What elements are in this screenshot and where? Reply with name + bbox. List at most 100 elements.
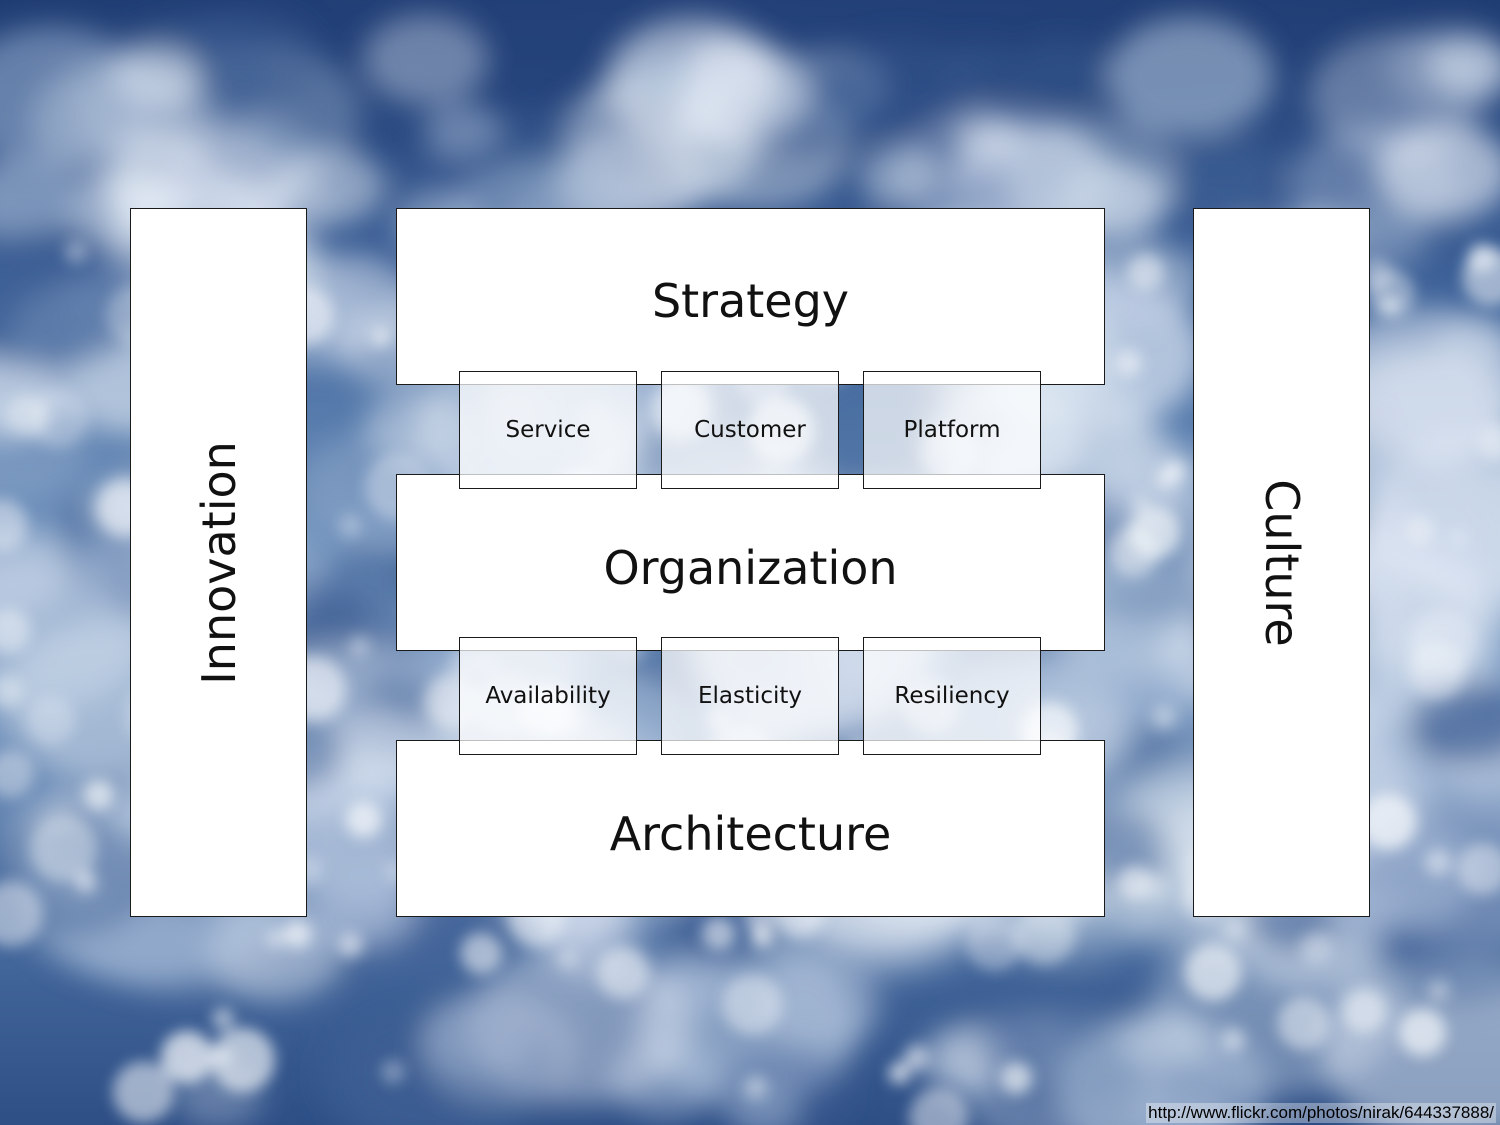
cloud-highlight	[0, 881, 44, 947]
cloud-puff	[626, 48, 701, 102]
cloud-highlight	[345, 801, 382, 838]
cloud-highlight	[213, 1047, 233, 1066]
cloud-highlight	[1408, 641, 1466, 699]
cloud-highlight	[0, 608, 31, 654]
connector-resiliency: Resiliency	[863, 637, 1041, 755]
cloud-highlight	[338, 932, 363, 957]
architecture-box: Architecture	[396, 740, 1105, 917]
cloud-highlight	[1221, 1028, 1245, 1052]
cloud-puff	[276, 148, 384, 225]
connector-platform: Platform	[863, 371, 1041, 489]
cloud-puff	[827, 37, 975, 143]
cloud-highlight	[283, 920, 312, 949]
cloud-puff	[1375, 123, 1500, 221]
cloud-highlight	[1155, 468, 1177, 490]
cloud-puff	[716, 1046, 853, 1125]
cloud-puff	[1120, 1007, 1210, 1071]
cloud-highlight	[1127, 253, 1165, 291]
cloud-highlight	[1152, 705, 1176, 729]
cloud-highlight	[339, 514, 362, 538]
connector-label: Customer	[694, 417, 806, 443]
cloud-highlight	[64, 240, 88, 264]
cloud-puff	[362, 15, 489, 105]
cloud-highlight	[701, 916, 736, 951]
cloud-puff	[677, 37, 769, 103]
cloud-puff	[32, 56, 218, 189]
cloud-highlight	[743, 1075, 768, 1100]
cloud-highlight	[266, 929, 285, 948]
connector-elasticity: Elasticity	[661, 637, 839, 755]
cloud-puff	[1169, 138, 1281, 218]
connector-label: Platform	[903, 417, 1001, 443]
cloud-highlight	[1013, 903, 1076, 966]
cloud-highlight	[1128, 506, 1181, 559]
connector-label: Service	[505, 417, 591, 443]
cloud-highlight	[1341, 988, 1387, 1034]
cloud-puff	[0, 224, 150, 372]
cloud-puff	[0, 522, 73, 620]
cloud-highlight	[722, 974, 783, 1035]
cloud-puff	[316, 882, 415, 953]
cloud-puff	[1387, 24, 1500, 112]
cloud-highlight	[1114, 349, 1143, 378]
strategy-box: Strategy	[396, 208, 1105, 385]
cloud-highlight	[27, 696, 76, 745]
cloud-puff	[1010, 38, 1112, 111]
cloud-highlight	[1361, 794, 1417, 850]
architecture-label: Architecture	[609, 806, 892, 861]
cloud-highlight	[1132, 494, 1149, 511]
cloud-highlight	[349, 636, 370, 657]
cloud-highlight	[1427, 979, 1451, 1002]
cloud-highlight	[1479, 423, 1500, 462]
cloud-highlight	[1467, 243, 1497, 273]
image-credit: http://www.flickr.com/photos/nirak/64433…	[1146, 1103, 1496, 1123]
cloud-highlight	[1424, 849, 1452, 876]
cloud-puff	[420, 993, 578, 1106]
cloud-puff	[182, 49, 367, 182]
cloud-highlight	[83, 779, 115, 811]
cloud-highlight	[1403, 515, 1435, 547]
cloud-highlight	[112, 1061, 175, 1123]
cloud-puff	[1408, 681, 1500, 766]
cloud-puff	[423, 102, 502, 158]
cloud-highlight	[1457, 843, 1500, 895]
cloud-highlight	[558, 949, 578, 969]
cloud-highlight	[0, 675, 24, 708]
culture-label: Culture	[1254, 478, 1309, 647]
cloud-highlight	[888, 1061, 911, 1085]
cloud-highlight	[210, 1027, 276, 1093]
cloud-highlight	[1300, 932, 1332, 964]
cloud-highlight	[30, 814, 98, 883]
cloud-highlight	[1366, 269, 1415, 318]
connector-label: Elasticity	[697, 683, 803, 709]
cloud-highlight	[1184, 943, 1242, 1002]
organization-box: Organization	[396, 474, 1105, 651]
strategy-label: Strategy	[651, 273, 850, 328]
cloud-highlight	[903, 1045, 929, 1071]
connector-label: Availability	[485, 683, 611, 709]
cloud-puff	[1331, 345, 1500, 477]
cloud-highlight	[1226, 921, 1245, 940]
connector-availability: Availability	[459, 637, 637, 755]
cloud-highlight	[1398, 1008, 1447, 1057]
cloud-highlight	[909, 1087, 969, 1125]
cloud-highlight	[597, 946, 650, 1000]
cloud-highlight	[0, 499, 28, 552]
cloud-puff	[1106, 17, 1274, 137]
connector-customer: Customer	[661, 371, 839, 489]
cloud-puff	[0, 157, 80, 240]
connector-service: Service	[459, 371, 637, 489]
cloud-highlight	[0, 750, 35, 798]
cloud-highlight	[371, 327, 391, 347]
cloud-highlight	[5, 394, 48, 437]
cloud-highlight	[460, 932, 503, 975]
innovation-pillar: Innovation	[130, 208, 307, 917]
culture-pillar: Culture	[1193, 208, 1370, 917]
innovation-label: Innovation	[191, 440, 246, 685]
cloud-highlight	[212, 1007, 235, 1030]
connector-label: Resiliency	[894, 683, 1010, 709]
cloud-highlight	[160, 1030, 214, 1084]
cloud-puff	[756, 960, 882, 1050]
cloud-highlight	[1000, 1062, 1033, 1095]
cloud-highlight	[1277, 996, 1331, 1050]
